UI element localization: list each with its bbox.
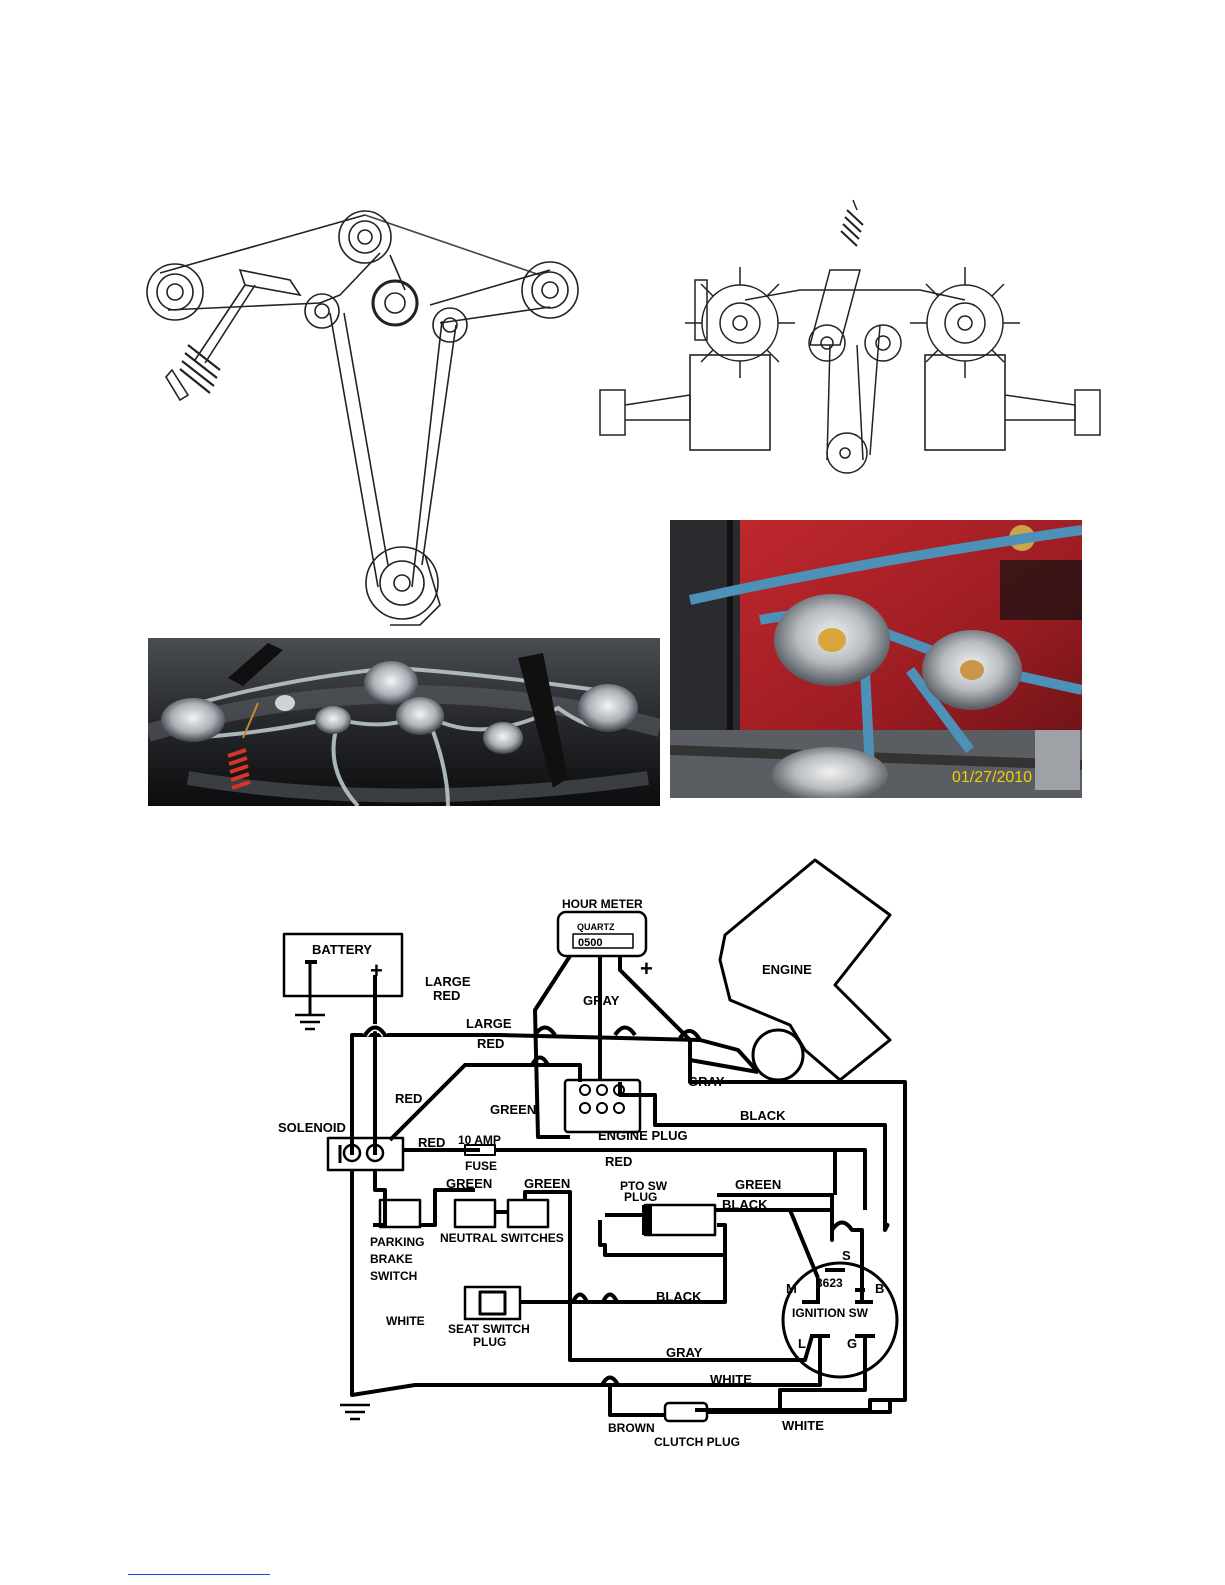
parking-brake-switch-box: [378, 1198, 422, 1229]
pto-plug-box: [643, 1203, 717, 1237]
right-transaxle-fan: [910, 267, 1020, 451]
wire-gray-top: GRAY: [583, 993, 620, 1008]
neutral-switch-2-box: [506, 1198, 550, 1229]
wire-black-right: BLACK: [740, 1108, 786, 1123]
hour-meter-title: HOUR METER: [562, 897, 643, 911]
wire-green-ign: GREEN: [735, 1177, 781, 1192]
clutch-plug-label: CLUTCH PLUG: [654, 1435, 740, 1449]
ignition-label: IGNITION SW: [792, 1306, 869, 1320]
ground-symbol-battery: [295, 1013, 325, 1031]
deck-photo: [148, 638, 660, 806]
photo-timestamp: 01/27/2010: [952, 769, 1032, 786]
wire-gray-bottom: GRAY: [666, 1345, 703, 1360]
parking-brake-label-3: SWITCH: [370, 1269, 417, 1283]
wire-large-red-2: RED: [433, 988, 460, 1003]
seat-switch-label-2: PLUG: [473, 1335, 506, 1349]
pulley-center: [371, 279, 419, 327]
ignition-terminal-s: S: [842, 1248, 851, 1263]
pulley-right: [521, 261, 579, 319]
seat-switch-label-1: SEAT SWITCH: [448, 1322, 530, 1336]
ignition-model: 3623: [816, 1276, 843, 1290]
chassis-photo-image: 01/27/2010: [670, 520, 1082, 798]
fuse-label: FUSE: [465, 1159, 497, 1173]
parking-brake-label-1: PARKING: [370, 1235, 424, 1249]
wire-gray-engine: GRAY: [688, 1074, 725, 1089]
battery-label: BATTERY: [312, 942, 372, 957]
parking-brake-label-2: BRAKE: [370, 1252, 413, 1266]
transaxle-drawing: [599, 199, 1101, 474]
pulley-top: [338, 210, 392, 264]
wire-white-left: WHITE: [386, 1314, 425, 1328]
engine-plug-box: [563, 1078, 642, 1134]
transaxle-drive-diagram: [595, 195, 1120, 480]
footer-link-rule[interactable]: [128, 1574, 270, 1575]
deck-belt-diagram: [140, 195, 600, 635]
neutral-switches-label: NEUTRAL SWITCHES: [440, 1231, 564, 1245]
wiring-diagram-svg: + + BATTERY HOUR METER QUARTZ 0500 ENGIN…: [278, 858, 907, 1449]
wire-green-plug: GREEN: [490, 1102, 536, 1117]
wire-green-a: GREEN: [446, 1176, 492, 1191]
transaxle-spring: [840, 199, 864, 247]
deck-belt-drawing: [146, 210, 579, 626]
battery-pos-symbol: +: [370, 958, 383, 983]
hour-meter-plus: +: [640, 956, 653, 981]
chassis-photo: 01/27/2010: [670, 520, 1082, 798]
wire-brown: BROWN: [608, 1421, 655, 1435]
ground-symbol-chassis: [340, 1403, 370, 1421]
tension-spring: [165, 344, 221, 402]
ignition-terminal-m: M: [786, 1281, 797, 1296]
wire-red-fuse: RED: [418, 1135, 445, 1150]
pulley-left: [146, 263, 204, 321]
wiring-diagram: + + BATTERY HOUR METER QUARTZ 0500 ENGIN…: [270, 850, 920, 1460]
wire-red-main: RED: [477, 1036, 504, 1051]
wire-black-pto: BLACK: [722, 1197, 768, 1212]
engine-outline: [718, 858, 892, 1082]
wire-red-solenoid: RED: [395, 1091, 422, 1106]
pto-plug-label-2: PLUG: [624, 1190, 657, 1204]
solenoid-label: SOLENOID: [278, 1120, 346, 1135]
hour-meter-brand: QUARTZ: [577, 922, 615, 932]
engine-starter: [751, 1028, 805, 1082]
pulley-engine: [365, 546, 441, 626]
ignition-terminal-l: L: [798, 1336, 806, 1351]
wire-black-mid: BLACK: [656, 1289, 702, 1304]
hour-meter-readout: 0500: [578, 937, 602, 949]
pulley-idler-1: [304, 293, 340, 329]
engine-label: ENGINE: [762, 962, 812, 977]
left-transaxle-fan: [685, 267, 795, 451]
solenoid-box: [326, 1136, 405, 1172]
fuse-rating: 10 AMP: [458, 1133, 501, 1147]
wire-large: LARGE: [466, 1016, 512, 1031]
pulley-idler-2: [432, 307, 468, 343]
wire-large-red-1: LARGE: [425, 974, 471, 989]
neutral-switch-1-box: [453, 1198, 497, 1229]
engine-plug-label: ENGINE PLUG: [598, 1128, 688, 1143]
wire-white-bottom: WHITE: [710, 1372, 752, 1387]
red-spring: [227, 748, 251, 790]
deck-photo-image: [148, 638, 660, 806]
wire-white-clutch: WHITE: [782, 1418, 824, 1433]
ignition-terminal-g: G: [847, 1336, 857, 1351]
wire-red-long: RED: [605, 1154, 632, 1169]
battery-box: [282, 932, 404, 998]
ignition-switch-circle: [781, 1261, 899, 1379]
wire-green-b: GREEN: [524, 1176, 570, 1191]
ignition-terminal-b: B: [875, 1281, 884, 1296]
pto-plug-label-1: PTO SW: [620, 1179, 668, 1193]
